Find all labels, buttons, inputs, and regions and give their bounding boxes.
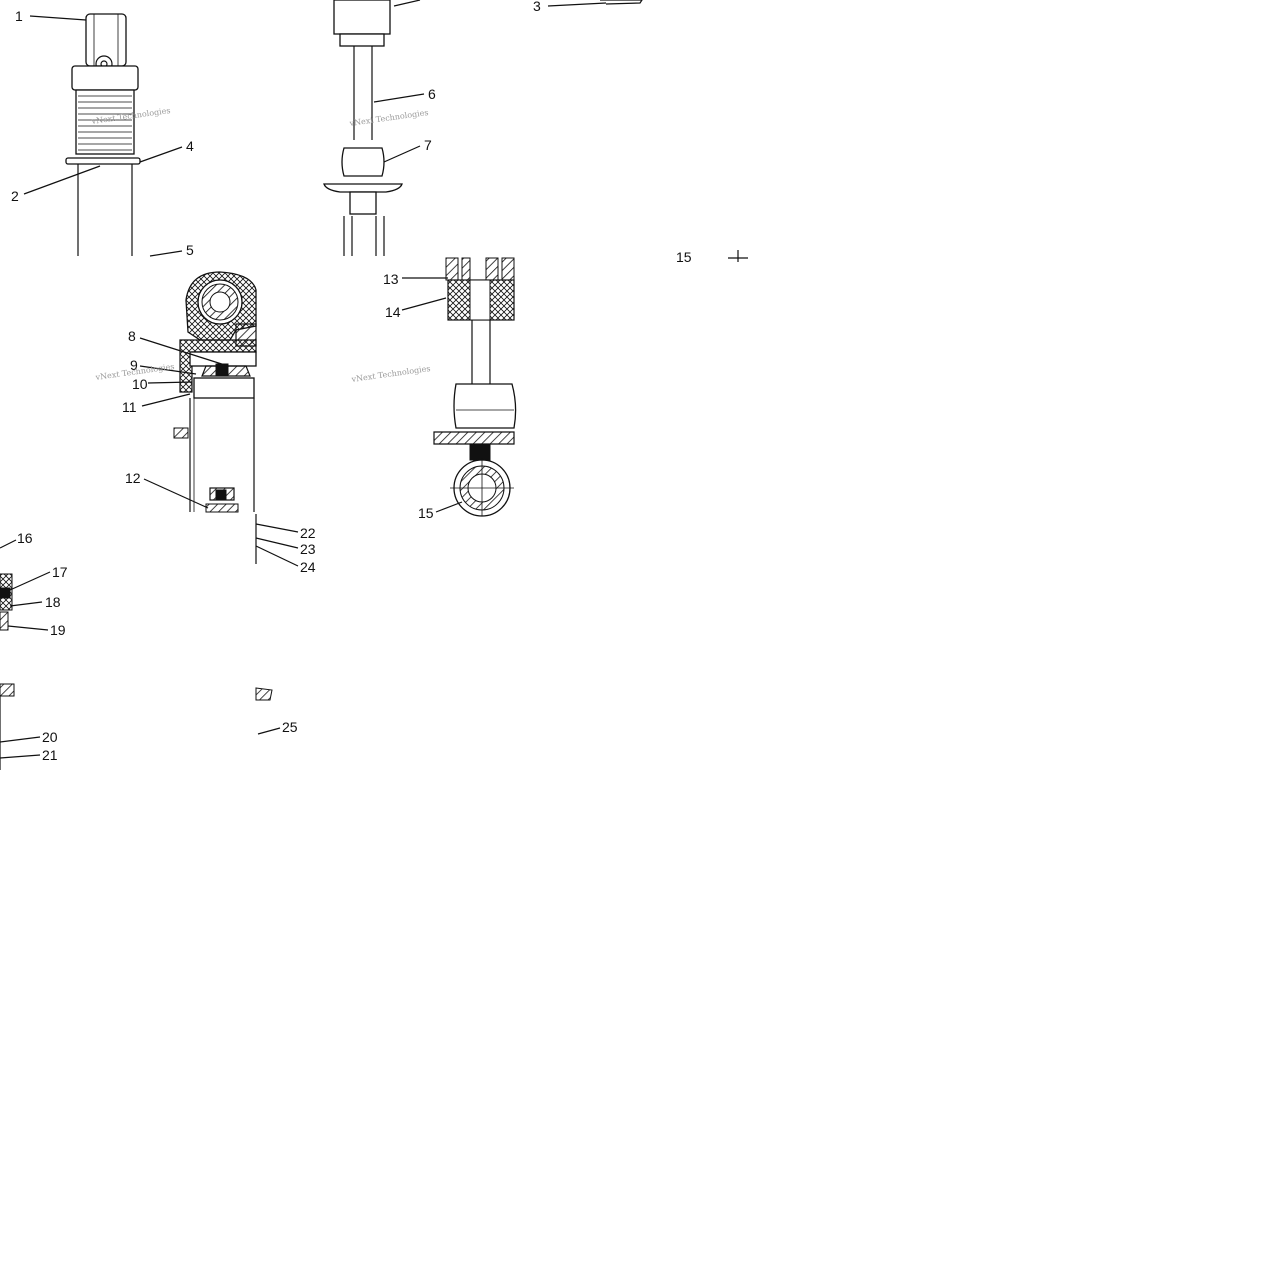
callout-18: 18 bbox=[45, 594, 61, 610]
watermark-2: vNext Technologies bbox=[348, 108, 429, 128]
watermark-4: vNext Technologies bbox=[350, 364, 431, 384]
callout-7: 7 bbox=[424, 137, 432, 153]
panel-shock-body bbox=[65, 13, 141, 256]
callout-14: 14 bbox=[385, 304, 401, 320]
panel-fragment-mid-right bbox=[728, 250, 748, 262]
callout-4: 4 bbox=[186, 138, 194, 154]
callout-20: 20 bbox=[42, 729, 58, 745]
callout-25: 25 bbox=[282, 719, 298, 735]
panel-bottom-middle-fragment bbox=[255, 514, 273, 701]
panel-sectioned-body bbox=[173, 271, 257, 513]
callout-21: 21 bbox=[42, 747, 58, 763]
callout-5: 5 bbox=[186, 242, 194, 258]
callout-1: 1 bbox=[15, 8, 23, 24]
callout-8: 8 bbox=[128, 328, 136, 344]
callout-11: 11 bbox=[122, 399, 137, 415]
panel-bottom-left bbox=[0, 573, 15, 770]
callout-24: 24 bbox=[300, 559, 316, 575]
panel-fragment-top-right bbox=[600, 0, 643, 5]
callout-13: 13 bbox=[383, 271, 399, 287]
callout-16: 16 bbox=[17, 530, 33, 546]
panel-piston-rod bbox=[323, 0, 403, 256]
leader-lines bbox=[0, 0, 607, 759]
panel-rod-eye bbox=[433, 257, 517, 517]
callout-10: 10 bbox=[132, 376, 148, 392]
callout-22: 22 bbox=[300, 525, 316, 541]
callout-2: 2 bbox=[11, 188, 19, 204]
callout-23: 23 bbox=[300, 541, 316, 557]
callout-12: 12 bbox=[125, 470, 141, 486]
callout-15: 15 bbox=[418, 505, 434, 521]
callout-labels: 1 2 3 4 5 6 7 8 9 10 11 12 13 14 15 15 1… bbox=[11, 0, 692, 763]
callout-15-right: 15 bbox=[676, 249, 692, 265]
callout-3: 3 bbox=[533, 0, 541, 14]
callout-17: 17 bbox=[52, 564, 68, 580]
callout-9: 9 bbox=[130, 357, 138, 373]
callout-6: 6 bbox=[428, 86, 436, 102]
callout-19: 19 bbox=[50, 622, 66, 638]
